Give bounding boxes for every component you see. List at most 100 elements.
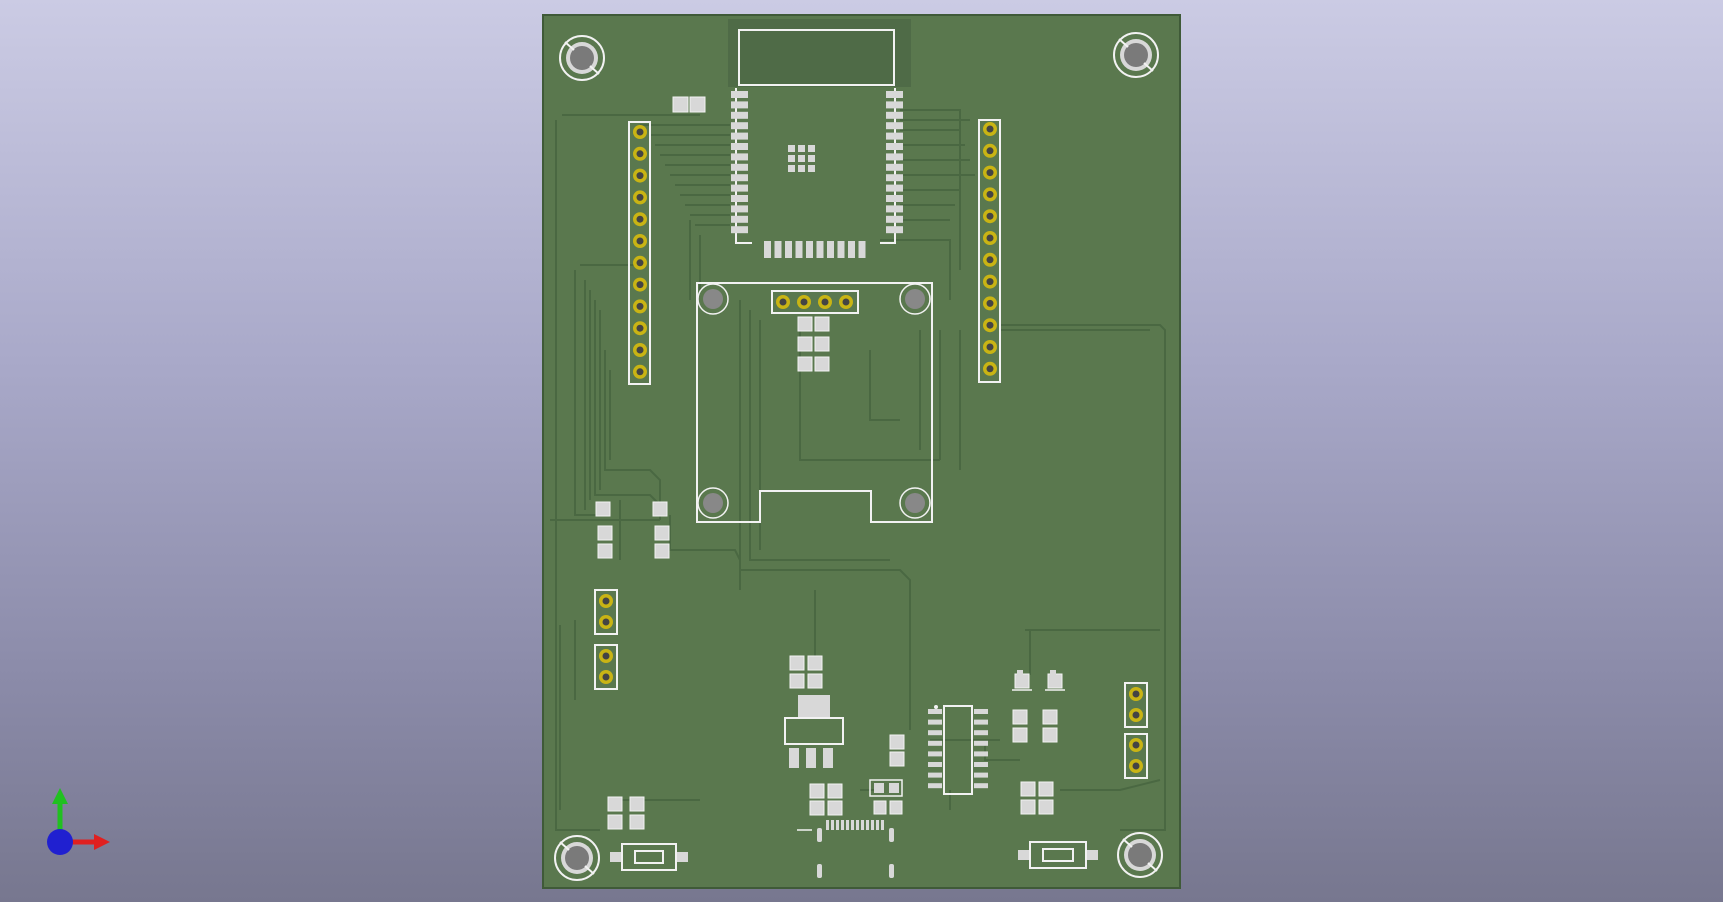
smd-near-usb <box>869 734 905 815</box>
mounting-hole-top-left <box>559 35 605 81</box>
soic-pin <box>928 762 942 767</box>
esp32-pad <box>731 143 748 150</box>
esp32-pad <box>731 226 748 234</box>
usb-pin <box>826 820 829 830</box>
esp32-pad <box>886 226 903 234</box>
jumper-right-1 <box>1124 682 1148 728</box>
header-pin-hole <box>636 150 644 158</box>
header-pin-hole <box>779 298 787 306</box>
esp32-module <box>728 19 911 258</box>
esp32-pad <box>731 205 748 213</box>
soic-pin <box>974 751 988 757</box>
jumper-right-2 <box>1124 733 1148 779</box>
soic-pin <box>928 772 942 778</box>
esp32-pad <box>785 241 792 258</box>
esp32-pad <box>795 241 803 258</box>
voltage-regulator <box>784 655 844 768</box>
soic-pin <box>974 772 988 778</box>
sub-module-header-pins <box>776 295 853 309</box>
esp32-pad <box>886 91 903 98</box>
usb-pin <box>876 820 879 830</box>
esp32-thermal-pad <box>808 155 815 162</box>
header-pin-hole <box>986 169 994 177</box>
esp32-pad <box>731 153 748 161</box>
esp32-pad <box>764 241 771 258</box>
usb-pin <box>831 820 834 830</box>
usb-pin <box>851 820 854 830</box>
esp32-pad <box>731 111 748 119</box>
header-pin-hole <box>986 212 994 220</box>
esp32-pad <box>806 241 813 258</box>
mounting-hole-top-right <box>1113 32 1159 78</box>
soic-pin <box>974 709 988 714</box>
xyz-axes-icon <box>47 788 110 855</box>
header-pin-hole <box>636 259 644 267</box>
sub-module-outline <box>696 282 933 523</box>
esp32-thermal-pad <box>798 155 805 162</box>
jumper-left-2 <box>594 644 618 690</box>
esp32-pad <box>731 184 748 192</box>
header-pin-hole <box>842 298 850 306</box>
mounting-hole-bottom-left <box>554 835 600 881</box>
usb-pin <box>836 820 839 830</box>
soic-pin <box>928 719 942 725</box>
soic-ic <box>928 705 988 795</box>
soic-pin <box>974 762 988 767</box>
esp32-pad <box>731 91 748 98</box>
pin-header-left <box>628 121 651 385</box>
esp32-pad <box>886 153 903 161</box>
esp32-thermal-pad <box>808 145 815 152</box>
mounting-holes <box>554 32 1163 881</box>
esp32-thermal-pads <box>788 145 815 172</box>
copper-traces <box>550 109 1166 831</box>
esp32-pad <box>731 215 748 223</box>
esp32-thermal-pad <box>788 155 795 162</box>
header-pin-hole <box>636 324 644 332</box>
usb-pin <box>866 820 869 830</box>
esp32-thermal-pad <box>808 165 815 172</box>
esp32-left-pads <box>731 91 748 234</box>
esp32-pad <box>886 163 903 171</box>
esp32-pad <box>731 195 748 202</box>
esp32-pad <box>731 132 748 140</box>
header-pin-hole <box>636 215 644 223</box>
usb-connector <box>797 783 894 878</box>
smd-cap-top <box>672 96 706 113</box>
soic-pin <box>928 730 942 736</box>
esp32-pad <box>886 215 903 223</box>
header-pin-hole <box>986 147 994 155</box>
esp32-pad <box>886 195 903 202</box>
usb-pin <box>841 820 844 830</box>
esp32-pad <box>827 241 834 258</box>
pin-header-right <box>978 119 1001 383</box>
esp32-thermal-pad <box>788 165 795 172</box>
header-pin-hole <box>636 128 644 136</box>
header-pin-hole <box>986 321 994 329</box>
sub-module-hole-bl <box>697 487 729 519</box>
header-pin-hole <box>636 302 644 310</box>
esp32-pad <box>816 241 824 258</box>
soic-pin <box>928 740 942 746</box>
header-pin-hole <box>986 234 994 242</box>
esp32-bottom-pads <box>764 241 866 258</box>
jumper-left-1 <box>594 589 618 635</box>
soic-pin <box>928 751 942 757</box>
header-pin-hole <box>821 298 829 306</box>
esp32-thermal-pad <box>788 145 795 152</box>
usb-pin <box>881 820 884 830</box>
esp32-pad <box>886 132 903 140</box>
soic-pin <box>974 740 988 746</box>
header-pin-hole <box>986 256 994 264</box>
header-pin-hole <box>636 237 644 245</box>
header-pin-hole <box>636 368 644 376</box>
esp32-pad <box>886 205 903 213</box>
pcb-board <box>542 14 1181 889</box>
usb-pin <box>861 820 864 830</box>
usb-pin <box>846 820 849 830</box>
header-pin-hole <box>636 281 644 289</box>
esp32-pad <box>858 241 866 258</box>
header-pin-hole <box>636 172 644 180</box>
usb-pin <box>856 820 859 830</box>
soic-pins <box>928 709 988 789</box>
